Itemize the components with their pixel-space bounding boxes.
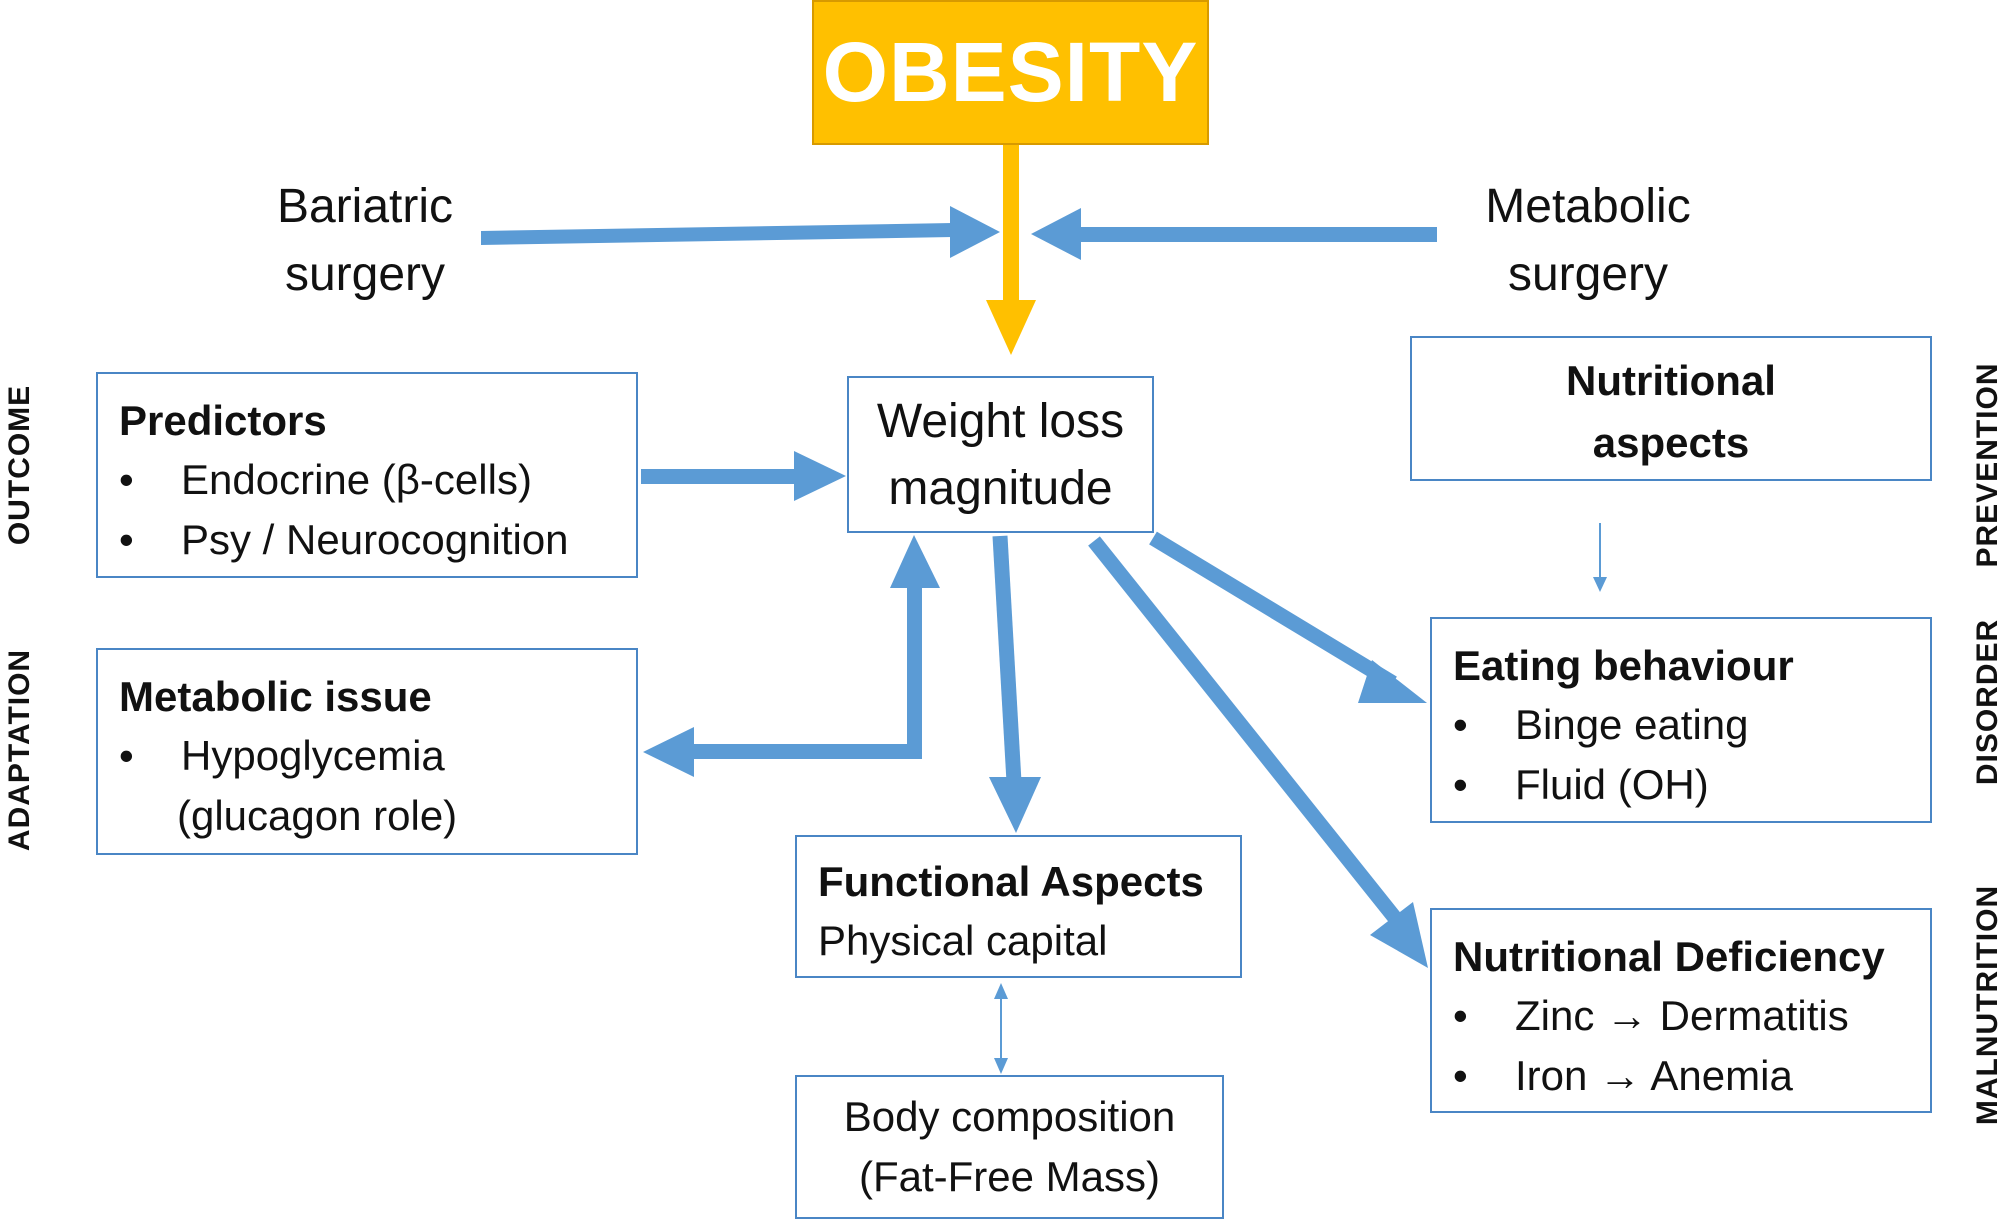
- metabolic-issue-title: Metabolic issue: [119, 673, 432, 720]
- metabolic-line-1: Metabolic: [1485, 180, 1691, 233]
- adaptation-label-text: ADAPTATION: [3, 648, 36, 852]
- bariatric-surgery-label: Bariatric surgery: [240, 173, 490, 309]
- functional-aspects-box: Functional Aspects Physical capital: [795, 835, 1242, 978]
- predictor-item-text: Endocrine (β-cells): [181, 456, 532, 503]
- weight-loss-line-2: magnitude: [888, 462, 1113, 515]
- deficiency-item-text: Zinc → Dermatitis: [1515, 992, 1849, 1039]
- predictors-to-weightloss-arrow: [641, 451, 846, 501]
- weight-loss-box: Weight loss magnitude: [847, 376, 1154, 533]
- predictor-item: • Psy / Neurocognition: [119, 510, 636, 570]
- metabolic-line-2: surgery: [1507, 248, 1669, 301]
- nutritional-aspects-line-2: aspects: [1592, 419, 1750, 466]
- bullet-icon: •: [119, 732, 134, 779]
- obesity-to-weightloss-arrow: [986, 143, 1036, 355]
- metabolic-arrow: [1031, 208, 1437, 260]
- disorder-label-text: DISORDER: [1971, 618, 2004, 786]
- metabolic-issue-elbow-arrow: [643, 535, 940, 777]
- bariatric-line-1: Bariatric: [276, 180, 454, 233]
- predictor-item-text: Psy / Neurocognition: [181, 516, 569, 563]
- eating-behaviour-title: Eating behaviour: [1453, 642, 1794, 689]
- deficiency-item-text: Iron → Anemia: [1515, 1052, 1793, 1099]
- predictors-title: Predictors: [119, 397, 327, 444]
- predictor-item: • Endocrine (β-cells): [119, 450, 636, 510]
- weightloss-to-eating-arrow: [1149, 531, 1427, 703]
- bullet-icon: •: [119, 456, 134, 503]
- nutritional-to-eating-arrow: [1593, 523, 1607, 592]
- nutritional-aspects-line-1: Nutritional: [1566, 357, 1776, 404]
- metabolic-issue-box: Metabolic issue • Hypoglycemia (glucagon…: [96, 648, 638, 855]
- bariatric-arrow: [481, 206, 1000, 258]
- bullet-icon: •: [1453, 992, 1468, 1039]
- bullet-icon: •: [119, 516, 134, 563]
- obesity-box: OBESITY: [812, 0, 1209, 145]
- metabolic-issue-item-text: Hypoglycemia: [181, 732, 445, 779]
- body-composition-box: Body composition (Fat-Free Mass): [795, 1075, 1224, 1219]
- bullet-icon: •: [1453, 1052, 1468, 1099]
- eating-behaviour-box: Eating behaviour • Binge eating • Fluid …: [1430, 617, 1932, 823]
- eating-item-text: Fluid (OH): [1515, 761, 1709, 808]
- weightloss-to-deficiency-arrow: [1088, 536, 1428, 968]
- outcome-label-text: OUTCOME: [3, 384, 36, 546]
- eating-item: • Fluid (OH): [1453, 755, 1930, 815]
- eating-item: • Binge eating: [1453, 695, 1930, 755]
- metabolic-issue-item: • Hypoglycemia: [119, 726, 636, 786]
- malnutrition-label-text: MALNUTRITION: [1971, 884, 2004, 1126]
- obesity-title: OBESITY: [822, 25, 1199, 119]
- bariatric-line-2: surgery: [284, 248, 446, 301]
- functional-aspects-title: Functional Aspects: [818, 858, 1204, 905]
- body-composition-line-2: (Fat-Free Mass): [858, 1153, 1160, 1200]
- weight-loss-line-1: Weight loss: [876, 395, 1125, 448]
- deficiency-item: • Iron → Anemia: [1453, 1046, 1930, 1106]
- eating-item-text: Binge eating: [1515, 701, 1749, 748]
- prevention-label-text: PREVENTION: [1971, 362, 2004, 568]
- metabolic-surgery-label: Metabolic surgery: [1458, 173, 1718, 309]
- deficiency-item: • Zinc → Dermatitis: [1453, 986, 1930, 1046]
- bullet-icon: •: [1453, 701, 1468, 748]
- body-composition-line-1: Body composition: [843, 1093, 1176, 1140]
- nutritional-deficiency-box: Nutritional Deficiency • Zinc → Dermatit…: [1430, 908, 1932, 1113]
- bullet-icon: •: [1453, 761, 1468, 808]
- weightloss-to-functional-arrow: [989, 535, 1041, 833]
- nutritional-aspects-box: Nutritional aspects: [1410, 336, 1932, 481]
- functional-aspects-subtitle: Physical capital: [818, 917, 1108, 964]
- metabolic-issue-continuation: (glucagon role): [177, 792, 458, 839]
- nutritional-deficiency-title: Nutritional Deficiency: [1453, 933, 1885, 980]
- functional-bodycomp-double-arrow: [994, 983, 1008, 1074]
- predictors-box: Predictors • Endocrine (β-cells) • Psy /…: [96, 372, 638, 578]
